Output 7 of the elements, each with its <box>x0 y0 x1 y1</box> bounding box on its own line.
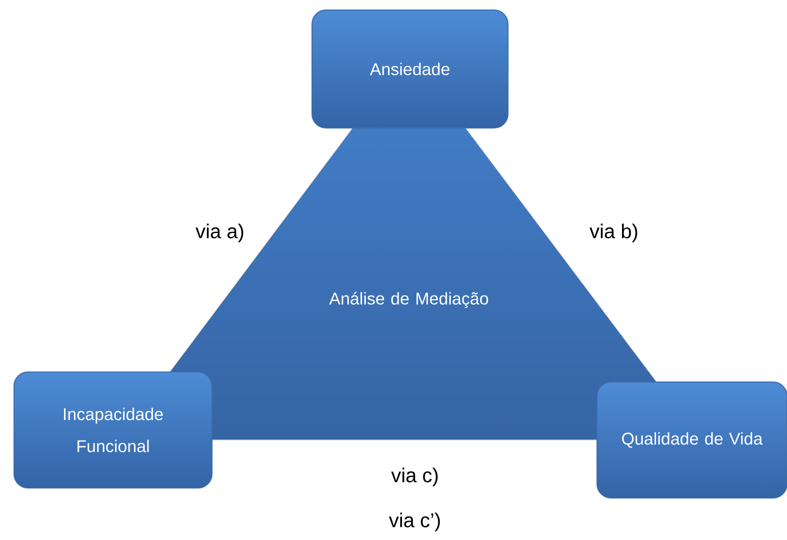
rounded-box: Ansiedade <box>312 10 508 128</box>
path-label: via a) <box>196 224 244 242</box>
rounded-box: Incapacidade Funcional <box>14 371 212 488</box>
path-label: via b) <box>590 224 638 242</box>
rounded-box: Qualidade de Vida <box>596 381 787 498</box>
path-label: via c) <box>391 468 438 486</box>
path-label: via c’) <box>388 512 440 532</box>
